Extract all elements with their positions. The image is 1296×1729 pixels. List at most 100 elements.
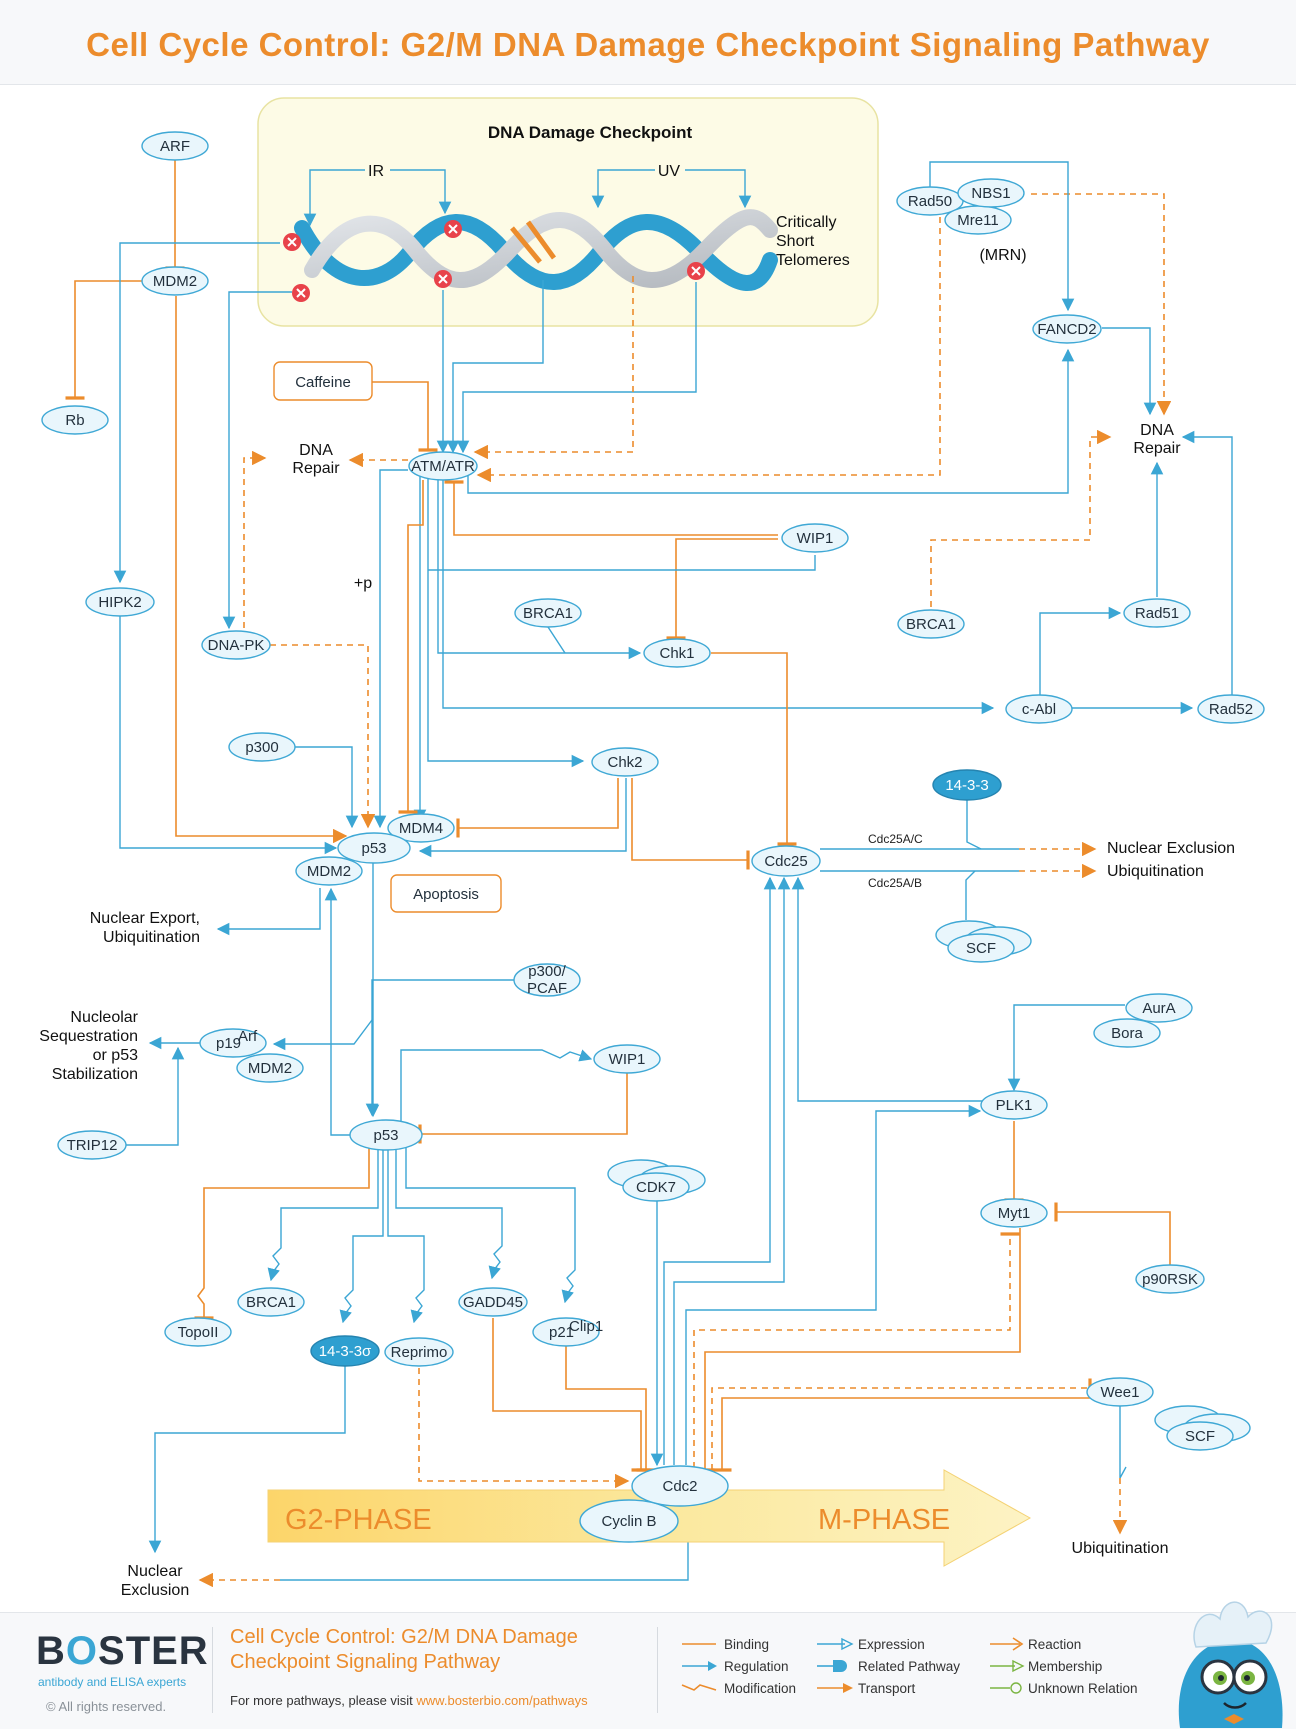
node-scf-low[interactable]: SCF	[1154, 1405, 1251, 1451]
boster-logo: BOSTER	[36, 1629, 209, 1673]
legend-reaction: Reaction	[1028, 1637, 1082, 1652]
node-atm-atr[interactable]: ATM/ATR	[408, 451, 478, 481]
node-rb[interactable]: Rb	[41, 405, 109, 435]
svg-text:GADD45: GADD45	[463, 1294, 523, 1311]
node-trip12[interactable]: TRIP12	[57, 1130, 127, 1160]
node-wip1-top[interactable]: WIP1	[781, 523, 849, 553]
node-topoii[interactable]: TopoII	[164, 1317, 232, 1347]
node-scf-mid[interactable]: SCF	[935, 920, 1032, 963]
svg-text:p53: p53	[361, 840, 386, 857]
svg-text:p21: p21	[549, 1324, 574, 1341]
node-14-3-3[interactable]: 14-3-3	[932, 769, 1002, 801]
node-fancd2[interactable]: FANCD2	[1032, 314, 1102, 344]
svg-text:Clip1: Clip1	[569, 1318, 603, 1335]
node-dna-pk[interactable]: DNA-PK	[201, 630, 271, 660]
legend-transport: Transport	[858, 1681, 916, 1696]
node-myt1[interactable]: Myt1	[980, 1198, 1048, 1228]
svg-text:Nucleolar: Nucleolar	[70, 1009, 138, 1026]
node-wip1-low[interactable]: WIP1	[593, 1044, 661, 1074]
svg-text:MDM2: MDM2	[307, 863, 351, 880]
svg-text:Exclusion: Exclusion	[121, 1582, 189, 1599]
node-mdm2-low[interactable]: MDM2	[236, 1053, 304, 1083]
node-p90rsk[interactable]: p90RSK	[1135, 1264, 1205, 1294]
copyright: © All rights reserved.	[46, 1699, 167, 1714]
svg-text:Rad51: Rad51	[1135, 605, 1179, 622]
node-mre11[interactable]: Mre11	[944, 205, 1012, 235]
nucleolar-label: Nucleolar Sequestration or p53 Stabiliza…	[39, 1009, 138, 1083]
node-reprimo[interactable]: Reprimo	[384, 1337, 454, 1367]
svg-text:Nuclear: Nuclear	[127, 1563, 183, 1580]
node-gadd45[interactable]: GADD45	[458, 1287, 528, 1317]
svg-text:Mre11: Mre11	[957, 212, 998, 229]
node-brca1-right[interactable]: BRCA1	[897, 609, 965, 639]
g2-phase-label: G2-PHASE	[285, 1504, 432, 1536]
node-14-3-3-sigma[interactable]: 14-3-3σ	[310, 1335, 380, 1367]
node-p53-top[interactable]: p53	[337, 832, 411, 864]
svg-text:Arf: Arf	[238, 1028, 258, 1045]
node-caffeine[interactable]: Caffeine	[273, 361, 373, 401]
svg-text:c-Abl: c-Abl	[1022, 701, 1056, 718]
node-cyclin-b[interactable]: Cyclin B	[579, 1499, 679, 1543]
node-cdc2[interactable]: Cdc2	[631, 1465, 729, 1507]
svg-text:Repair: Repair	[1133, 440, 1181, 457]
legend-related-pathway: Related Pathway	[858, 1659, 961, 1674]
node-bora[interactable]: Bora	[1093, 1018, 1161, 1048]
node-p300[interactable]: p300	[228, 732, 296, 762]
svg-text:Short: Short	[776, 233, 815, 250]
pathways-link[interactable]: www.bosterbio.com/pathways	[416, 1693, 588, 1708]
node-apoptosis[interactable]: Apoptosis	[390, 874, 502, 913]
x-circle-icon	[434, 270, 452, 288]
node-mdm2-mid[interactable]: MDM2	[295, 856, 363, 886]
svg-text:Bora: Bora	[1111, 1025, 1143, 1042]
node-chk2[interactable]: Chk2	[591, 747, 659, 777]
x-circle-icon	[283, 233, 301, 251]
node-plk1[interactable]: PLK1	[980, 1090, 1048, 1120]
svg-text:NBS1: NBS1	[971, 185, 1010, 202]
footer-title: Cell Cycle Control: G2/M DNA Damage Chec…	[230, 1626, 578, 1673]
footer: BOSTER antibody and ELISA experts © All …	[0, 1612, 1296, 1729]
node-aura[interactable]: AurA	[1125, 993, 1193, 1023]
x-circle-icon	[292, 284, 310, 302]
node-nbs1[interactable]: NBS1	[957, 178, 1025, 208]
svg-text:Rad52: Rad52	[1209, 701, 1253, 718]
node-cdk7[interactable]: CDK7	[607, 1159, 706, 1202]
nuclear-exclusion-low-label: Nuclear Exclusion	[121, 1563, 189, 1599]
node-arf[interactable]: ARF	[141, 131, 209, 161]
node-c-abl[interactable]: c-Abl	[1005, 694, 1073, 724]
ir-label: IR	[368, 163, 384, 180]
svg-text:Apoptosis: Apoptosis	[413, 886, 479, 903]
node-p53-low[interactable]: p53	[349, 1119, 423, 1151]
node-mdm4[interactable]: MDM4	[387, 813, 455, 843]
svg-text:Ubiquitination: Ubiquitination	[103, 929, 200, 946]
node-cdc25[interactable]: Cdc25	[751, 845, 821, 877]
svg-text:DNA: DNA	[1140, 422, 1174, 439]
legend-symbols	[681, 1637, 1025, 1694]
node-rad52[interactable]: Rad52	[1197, 694, 1265, 724]
svg-text:p300: p300	[245, 739, 278, 756]
critically-short-telomeres-label: Critically Short Telomeres	[776, 214, 850, 269]
svg-text:PCAF: PCAF	[527, 980, 567, 997]
node-hipk2[interactable]: HIPK2	[85, 587, 155, 617]
footer-divider	[212, 1627, 213, 1713]
node-brca1-low[interactable]: BRCA1	[237, 1287, 305, 1317]
pathway-nodes: ARF MDM2 Rb Caffeine DNA Repair ATM/ATR …	[39, 131, 1265, 1599]
svg-text:SCF: SCF	[1185, 1428, 1215, 1445]
node-wee1[interactable]: Wee1	[1086, 1377, 1154, 1407]
node-brca1-mid[interactable]: BRCA1	[514, 598, 582, 628]
node-p300-pcaf[interactable]: p300/PCAF	[513, 963, 581, 997]
svg-text:14-3-3: 14-3-3	[945, 777, 988, 794]
node-chk1[interactable]: Chk1	[643, 638, 711, 668]
pathway-diagram: DNA Damage Checkpoint IR UV Critically S…	[39, 97, 1265, 1599]
svg-text:Nuclear Export,: Nuclear Export,	[90, 910, 200, 927]
svg-text:MDM4: MDM4	[399, 820, 443, 837]
ubiquitination-low-label: Ubiquitination	[1072, 1540, 1169, 1557]
checkpoint-title: DNA Damage Checkpoint	[488, 123, 693, 142]
node-rad51[interactable]: Rad51	[1123, 598, 1191, 628]
node-rad50[interactable]: Rad50	[896, 186, 964, 216]
mascot-icon	[1178, 1601, 1283, 1728]
dna-repair-left-label: DNA Repair	[292, 442, 340, 477]
svg-text:PLK1: PLK1	[996, 1097, 1033, 1114]
node-mdm2-top[interactable]: MDM2	[141, 266, 209, 296]
